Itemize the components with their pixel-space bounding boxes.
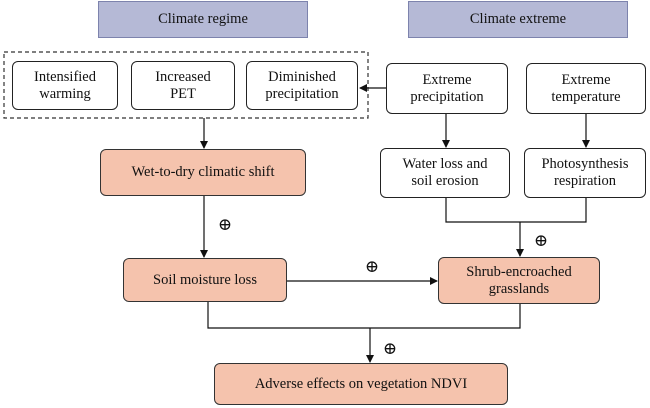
climate-extreme-header-label: Climate extreme: [469, 11, 567, 27]
node-adverse-effects-ndvi: Adverse effects on vegetation NDVI: [214, 363, 508, 405]
join-water-photo: [445, 198, 587, 223]
node-soil-moisture-loss: Soil moisture loss: [123, 258, 287, 302]
climate-extreme-header: Climate extreme: [408, 1, 628, 38]
regime-group-border: [3, 51, 369, 119]
positive-effect-icon: ⊕: [217, 215, 233, 234]
climate-regime-header: Climate regime: [98, 1, 308, 38]
join-moisture-shrub: [207, 302, 521, 329]
climate-regime-header-label: Climate regime: [158, 11, 248, 27]
positive-effect-icon: ⊕: [364, 257, 380, 276]
node-soil-moisture-loss-label: Soil moisture loss: [153, 271, 257, 288]
node-adverse-effects-ndvi-label: Adverse effects on vegetation NDVI: [254, 375, 468, 392]
node-wet-to-dry-shift: Wet-to-dry climatic shift: [100, 149, 306, 196]
positive-effect-icon: ⊕: [382, 339, 398, 358]
positive-effect-icon: ⊕: [533, 231, 549, 250]
node-wet-to-dry-shift-label: Wet-to-dry climatic shift: [131, 164, 275, 180]
